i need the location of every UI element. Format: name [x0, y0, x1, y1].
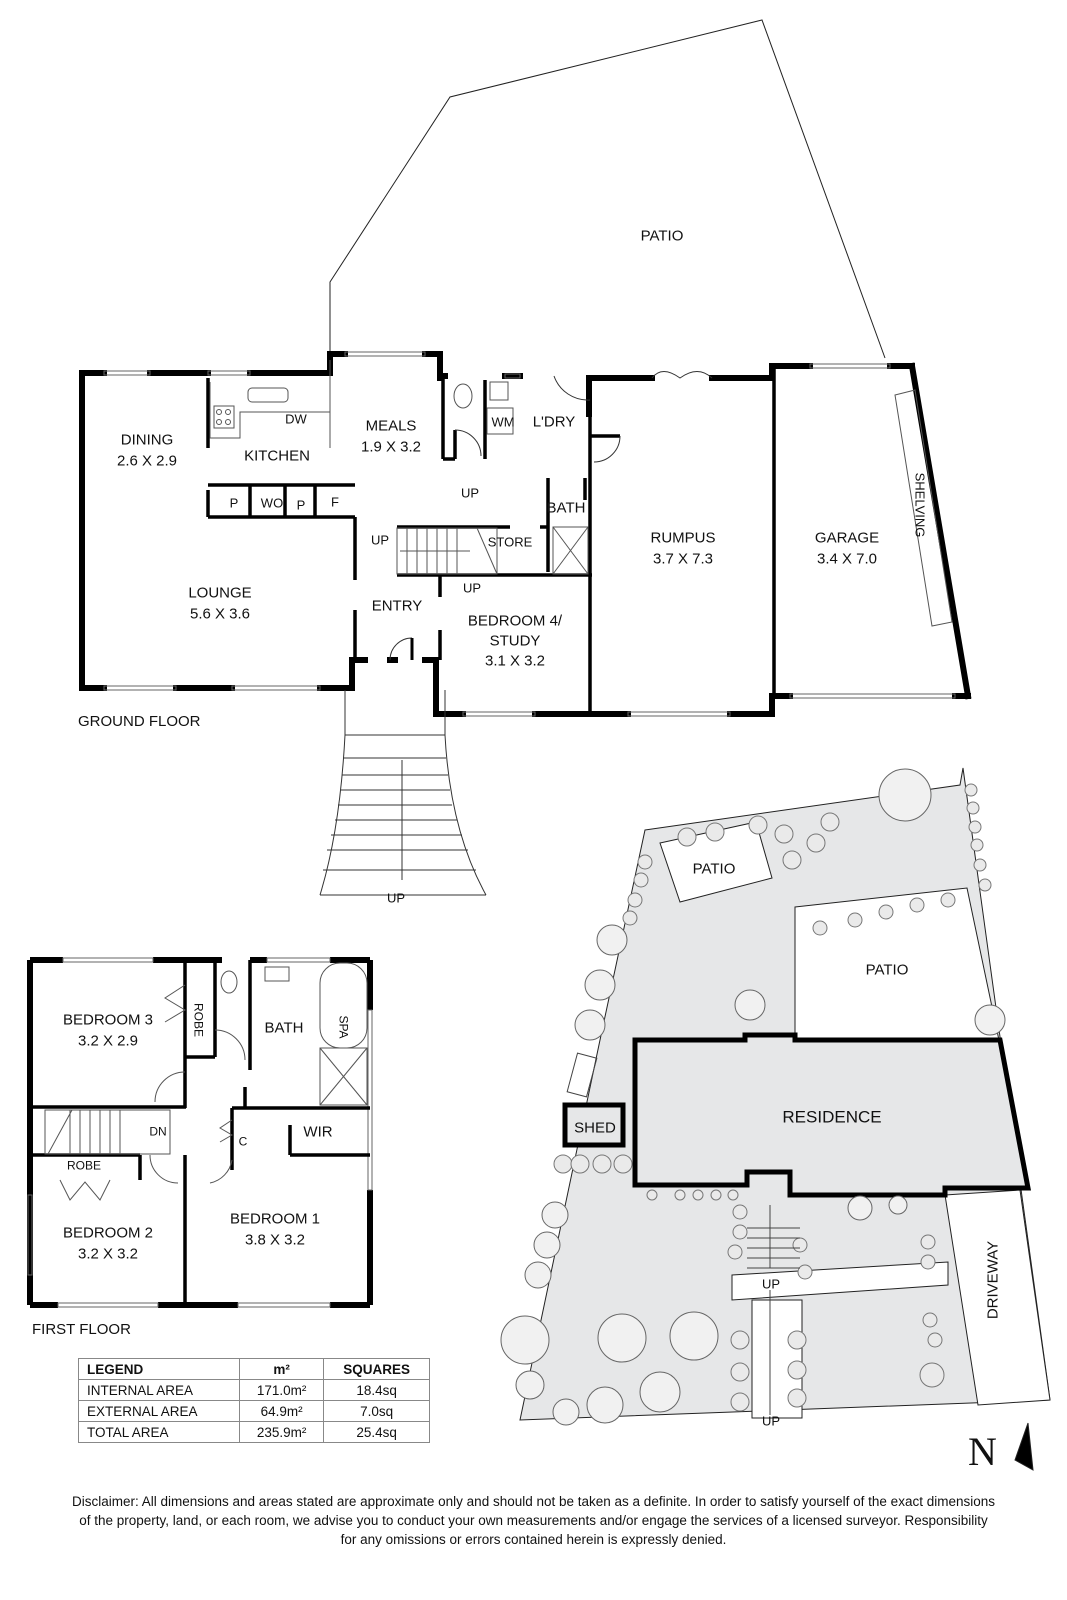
legend-header-squares: SQUARES: [323, 1358, 430, 1380]
bedroom4-label-study: STUDY: [489, 632, 541, 650]
site-up-label-2: UP: [761, 1413, 781, 1429]
upper-bath-label: BATH: [264, 1019, 304, 1037]
wall-oven-label: WO: [260, 495, 284, 511]
robe-label-1: ROBE: [191, 1002, 206, 1038]
meals-size: 1.9 X 3.2: [360, 438, 422, 456]
legend-header-row: LEGEND m² SQUARES: [77, 1358, 430, 1380]
first-floor-title: FIRST FLOOR: [32, 1321, 131, 1338]
stair-down-label: DN: [149, 1124, 167, 1139]
driveway-label: DRIVEWAY: [984, 1240, 1002, 1320]
legend-row-sq: 18.4sq: [323, 1379, 430, 1401]
north-label: N: [968, 1429, 997, 1474]
bath-label: BATH: [546, 499, 586, 517]
site-up-label-1: UP: [761, 1276, 781, 1292]
bedroom2-size: 3.2 X 3.2: [77, 1245, 139, 1263]
first-floor-plan: [27, 957, 373, 1308]
residence-label: RESIDENCE: [782, 1107, 882, 1127]
legend-row-label: TOTAL AREA: [77, 1421, 241, 1443]
garage-size: 3.4 X 7.0: [816, 550, 878, 568]
wir-label: WIR: [303, 1123, 333, 1141]
washing-machine-label: WM: [491, 414, 515, 430]
stair-up-label-1: UP: [460, 485, 480, 501]
bedroom3-label: BEDROOM 3: [62, 1011, 154, 1029]
disclaimer: Disclaimer: All dimensions and areas sta…: [0, 1492, 1067, 1549]
dining-label: DINING: [120, 431, 174, 449]
ground-floor-title: GROUND FLOOR: [78, 713, 201, 730]
legend-header-label: LEGEND: [77, 1358, 241, 1380]
site-patio-label-1: PATIO: [692, 860, 736, 878]
legend-row-m2: 64.9m²: [239, 1400, 325, 1422]
bedroom2-label: BEDROOM 2: [62, 1224, 154, 1242]
rear-patio-label: PATIO: [640, 227, 684, 245]
north-arrow-icon: [1014, 1422, 1034, 1471]
legend-row-sq: 25.4sq: [323, 1421, 430, 1443]
laundry-label: L'DRY: [532, 413, 576, 431]
area-legend-table: LEGEND m² SQUARES INTERNAL AREA 171.0m² …: [77, 1358, 430, 1443]
legend-header-m2: m²: [239, 1358, 325, 1380]
store-label: STORE: [487, 534, 533, 550]
stair-up-label-2: UP: [370, 532, 390, 548]
ground-floor-plan: [79, 19, 972, 896]
dining-size: 2.6 X 2.9: [116, 452, 178, 470]
bedroom4-size: 3.1 X 3.2: [484, 652, 546, 670]
spa-label: SPA: [336, 1015, 351, 1039]
robe-label-2: ROBE: [66, 1158, 102, 1173]
dishwasher-label: DW: [285, 411, 307, 427]
rumpus-size: 3.7 X 7.3: [652, 550, 714, 568]
bedroom1-label: BEDROOM 1: [229, 1210, 321, 1228]
rumpus-label: RUMPUS: [650, 529, 716, 547]
garage-label: GARAGE: [814, 529, 880, 547]
rear-patio-outline: [329, 19, 886, 360]
pantry-label-2: P: [296, 497, 306, 513]
pantry-label-1: P: [229, 495, 239, 511]
legend-row-label: EXTERNAL AREA: [77, 1400, 241, 1422]
lounge-size: 5.6 X 3.6: [189, 605, 251, 623]
legend-row-m2: 171.0m²: [239, 1379, 325, 1401]
legend-row-label: INTERNAL AREA: [77, 1379, 241, 1401]
legend-row-sq: 7.0sq: [323, 1400, 430, 1422]
disclaimer-line-3: for any omissions or errors contained he…: [340, 1532, 727, 1547]
shed-label: SHED: [574, 1119, 616, 1137]
lounge-label: LOUNGE: [188, 584, 252, 602]
disclaimer-line-1: Disclaimer: All dimensions and areas sta…: [71, 1494, 995, 1509]
fridge-label: F: [331, 494, 339, 510]
legend-row: TOTAL AREA 235.9m² 25.4sq: [77, 1421, 430, 1443]
cupboard-label: C: [238, 1134, 248, 1149]
stair-up-label-3: UP: [462, 580, 482, 596]
disclaimer-line-2: of the property, land, or each room, we …: [79, 1513, 988, 1528]
legend-row: INTERNAL AREA 171.0m² 18.4sq: [77, 1379, 430, 1401]
bedroom1-size: 3.8 X 3.2: [244, 1231, 306, 1249]
kitchen-label: KITCHEN: [244, 447, 310, 465]
site-plan: [500, 767, 1051, 1471]
legend-row: EXTERNAL AREA 64.9m² 7.0sq: [77, 1400, 430, 1422]
shelving-label: SHELVING: [912, 472, 928, 538]
bedroom4-label: BEDROOM 4/: [467, 612, 563, 630]
front-stair-up-label: UP: [386, 890, 406, 906]
meals-label: MEALS: [365, 417, 417, 435]
site-patio-label-2: PATIO: [865, 961, 909, 979]
bedroom3-size: 3.2 X 2.9: [77, 1032, 139, 1050]
legend-row-m2: 235.9m²: [239, 1421, 325, 1443]
entry-label: ENTRY: [371, 597, 423, 615]
